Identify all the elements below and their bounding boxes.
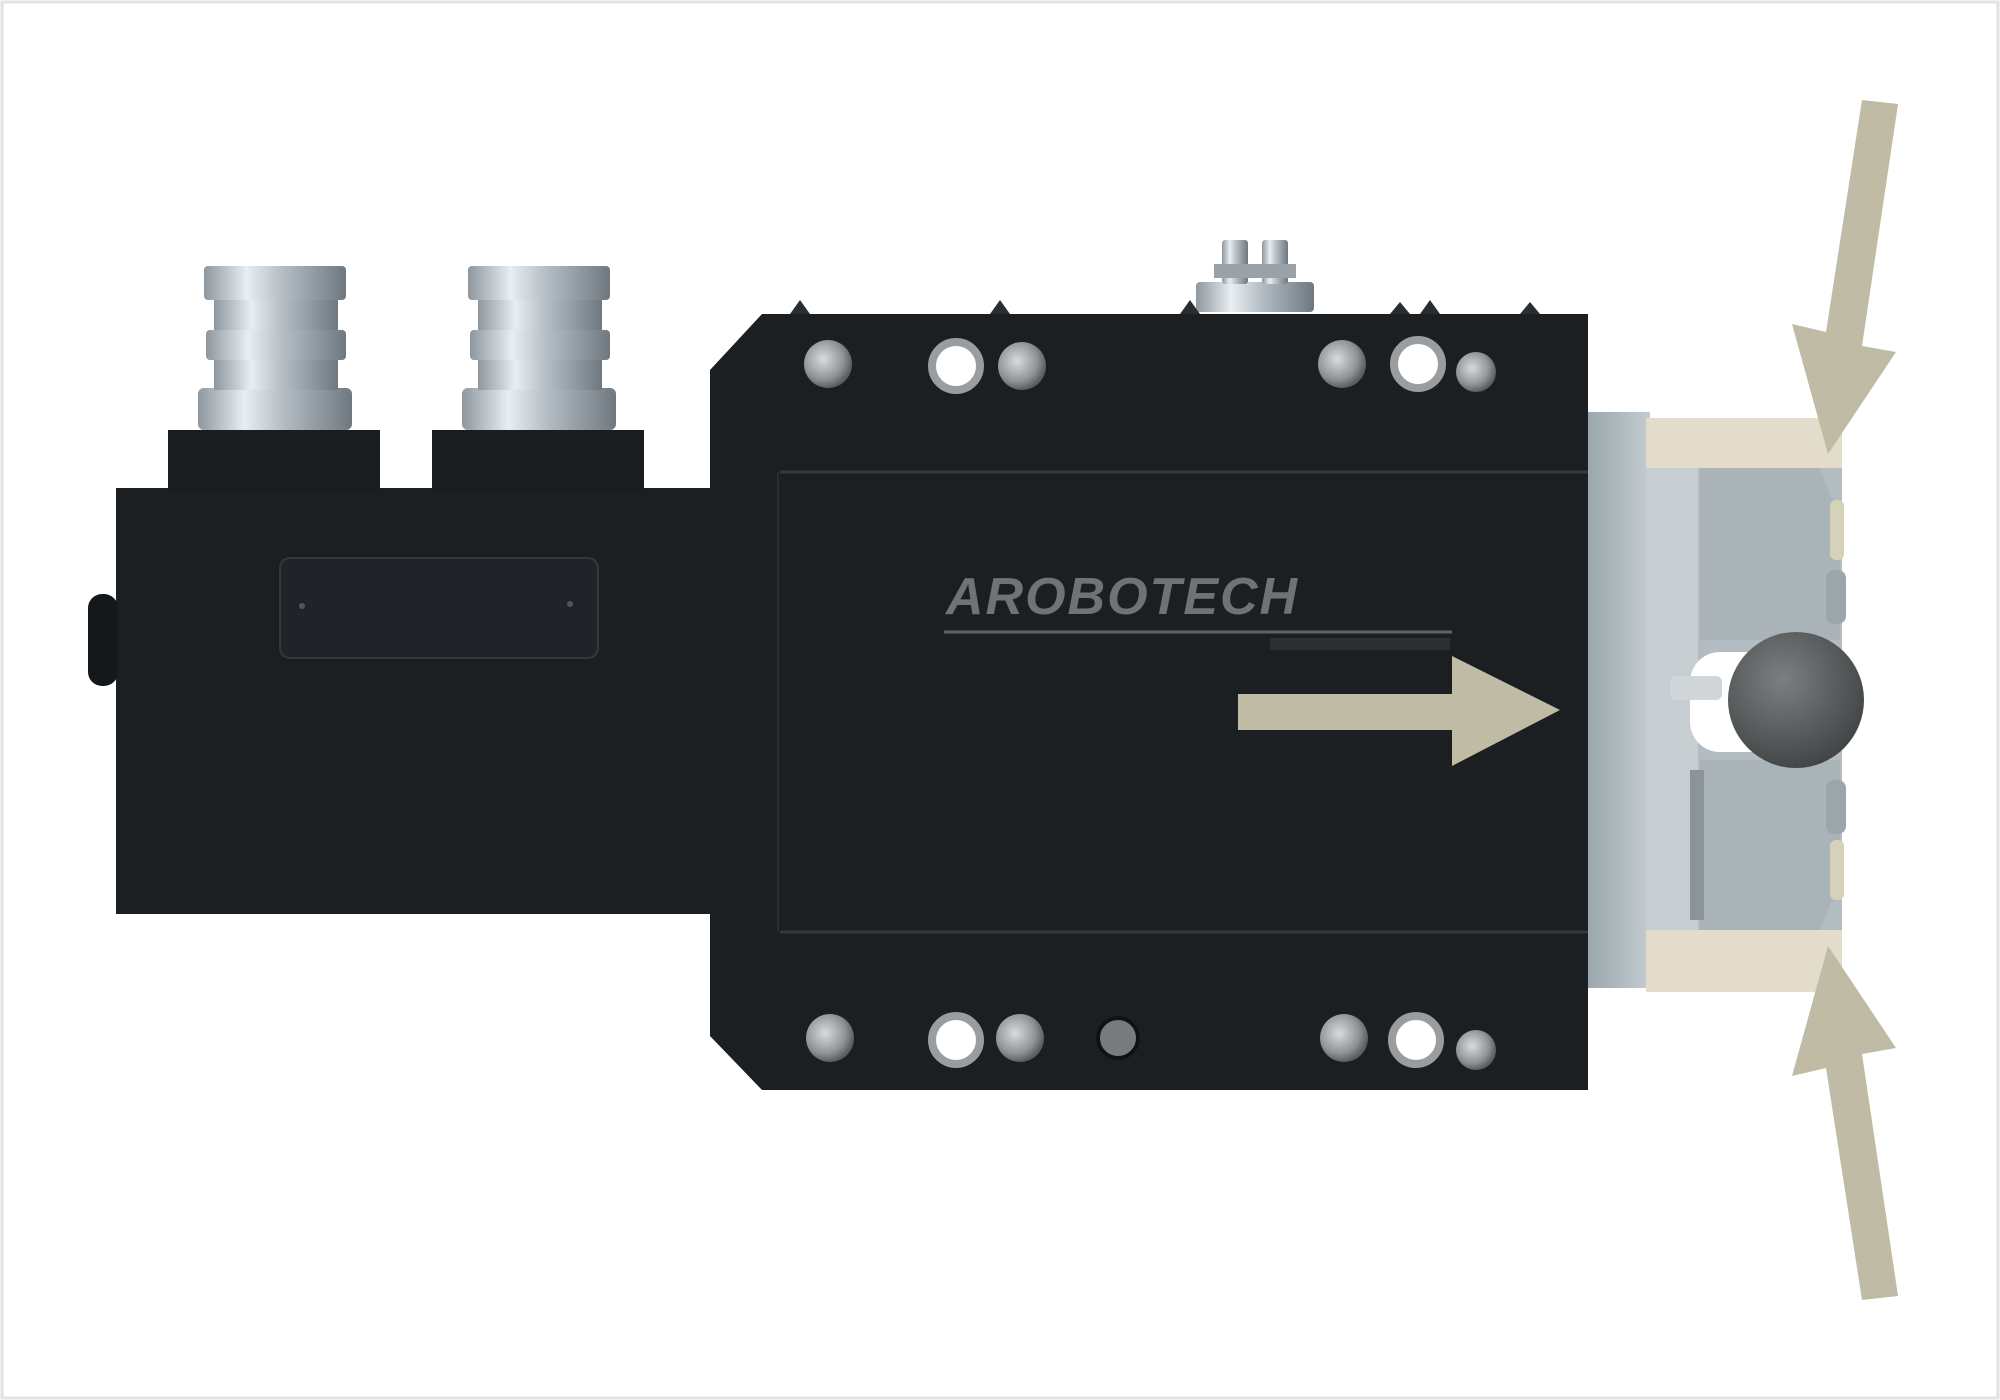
bolt-icon <box>1318 340 1366 388</box>
clamp-arrow-bottom-icon <box>1792 946 1898 1300</box>
bolt-icon <box>1390 336 1446 392</box>
bolt-icon <box>1388 1012 1444 1068</box>
clamp-arrow-top-icon <box>1792 100 1898 454</box>
bolt-icon <box>1320 1014 1368 1062</box>
bolt-icon <box>928 338 984 394</box>
bolts-top-row <box>804 336 1496 394</box>
top-edge-bumps <box>790 300 1540 314</box>
top-adjuster-screws <box>1196 240 1314 312</box>
bolt-icon <box>1456 352 1496 392</box>
jaw-assembly <box>1588 412 1864 992</box>
left-housing <box>88 430 716 914</box>
bolt-icon <box>928 1012 984 1068</box>
air-fitting-right <box>462 266 616 430</box>
side-connector <box>88 594 118 686</box>
brand-logo: AROBOTECH <box>944 568 1452 650</box>
port-icon <box>1096 1016 1140 1060</box>
bolt-icon <box>804 340 852 388</box>
bolt-icon <box>998 342 1046 390</box>
gripped-ball <box>1728 632 1864 768</box>
bolt-icon <box>1456 1030 1496 1070</box>
bolt-icon <box>806 1014 854 1062</box>
push-arrow-icon <box>1238 656 1560 766</box>
air-fitting-left <box>198 266 352 430</box>
label-plate <box>279 557 599 659</box>
main-body <box>710 314 1588 1090</box>
bolt-icon <box>996 1014 1044 1062</box>
bolts-bottom-row <box>806 1012 1496 1070</box>
brand-logo-text: AROBOTECH <box>944 568 1299 626</box>
